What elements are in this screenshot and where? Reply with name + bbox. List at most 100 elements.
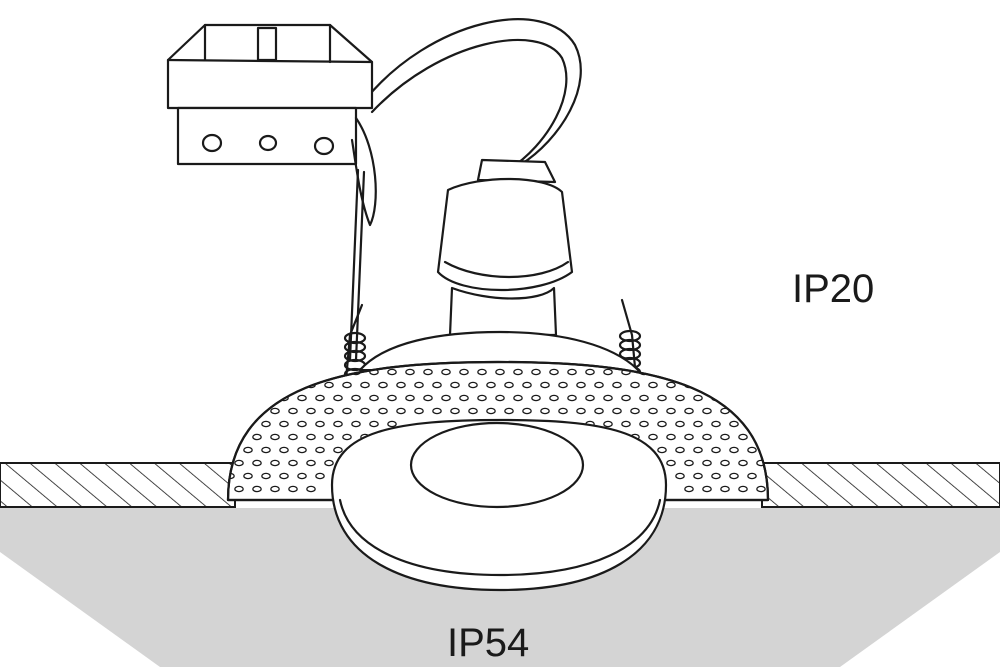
perforation-hole bbox=[504, 381, 514, 389]
perforation-hole bbox=[630, 381, 640, 389]
perforation-hole bbox=[495, 394, 505, 402]
perforation-hole bbox=[261, 420, 271, 428]
perforation-hole bbox=[657, 420, 667, 428]
perforation-hole bbox=[306, 407, 316, 415]
perforation-hole bbox=[747, 472, 757, 480]
perforation-hole bbox=[639, 394, 649, 402]
ceiling-board bbox=[0, 462, 1000, 508]
perforation-hole bbox=[522, 407, 532, 415]
perforation-hole bbox=[657, 394, 667, 402]
perforation-hole bbox=[288, 407, 298, 415]
perforation-hole bbox=[738, 459, 748, 467]
ip54-label: IP54 bbox=[447, 621, 529, 665]
perforation-hole bbox=[585, 394, 595, 402]
perforation-hole bbox=[612, 381, 622, 389]
perforation-hole bbox=[252, 485, 262, 493]
perforation-hole bbox=[423, 394, 433, 402]
perforation-hole bbox=[432, 381, 442, 389]
perforation-hole bbox=[234, 381, 244, 389]
perforation-hole bbox=[405, 394, 415, 402]
perforation-hole bbox=[549, 394, 559, 402]
perforation-hole bbox=[261, 446, 271, 454]
perforation-hole bbox=[243, 394, 253, 402]
perforation-hole bbox=[711, 446, 721, 454]
perforation-hole bbox=[468, 407, 478, 415]
perforation-hole bbox=[576, 407, 586, 415]
perforation-hole bbox=[270, 459, 280, 467]
perforation-hole bbox=[315, 420, 325, 428]
perforation-hole bbox=[693, 368, 703, 376]
perforation-hole bbox=[594, 381, 604, 389]
perforation-hole bbox=[459, 394, 469, 402]
perforation-hole bbox=[297, 394, 307, 402]
perforation-hole bbox=[261, 368, 271, 376]
perforation-hole bbox=[477, 394, 487, 402]
perforation-hole bbox=[684, 407, 694, 415]
perforation-hole bbox=[252, 433, 262, 441]
perforation-hole bbox=[702, 433, 712, 441]
perforation-hole bbox=[387, 420, 397, 428]
perforation-hole bbox=[369, 394, 379, 402]
power-cables bbox=[363, 18, 582, 172]
perforation-hole bbox=[252, 381, 262, 389]
perforation-hole bbox=[666, 381, 676, 389]
perforation-hole bbox=[351, 420, 361, 428]
perforation-hole bbox=[306, 485, 316, 493]
perforation-hole bbox=[540, 407, 550, 415]
perforation-hole bbox=[369, 420, 379, 428]
perforation-hole bbox=[306, 433, 316, 441]
perforation-hole bbox=[288, 459, 298, 467]
perforation-hole bbox=[228, 368, 235, 376]
perforation-hole bbox=[648, 407, 658, 415]
perforation-hole bbox=[360, 381, 370, 389]
perforation-hole bbox=[720, 381, 730, 389]
perforation-hole bbox=[666, 459, 676, 467]
terminal-hole bbox=[258, 134, 278, 152]
perforation-hole bbox=[243, 472, 253, 480]
perforation-hole bbox=[738, 407, 748, 415]
perforation-hole bbox=[567, 394, 577, 402]
perforation-hole bbox=[549, 368, 559, 376]
perforation-hole bbox=[738, 381, 748, 389]
perforation-hole bbox=[297, 446, 307, 454]
perforation-hole bbox=[279, 420, 289, 428]
perforation-hole bbox=[333, 394, 343, 402]
perforation-hole bbox=[684, 433, 694, 441]
perforation-hole bbox=[558, 407, 568, 415]
perforation-hole bbox=[270, 381, 280, 389]
perforation-hole bbox=[756, 407, 766, 415]
perforation-hole bbox=[297, 472, 307, 480]
perforation-hole bbox=[684, 485, 694, 493]
perforation-hole bbox=[621, 420, 631, 428]
perforation-hole bbox=[747, 394, 757, 402]
perforation-hole bbox=[414, 407, 424, 415]
perforation-hole bbox=[279, 472, 289, 480]
perforation-hole bbox=[639, 420, 649, 428]
perforation-hole bbox=[324, 381, 334, 389]
perforation-hole bbox=[495, 368, 505, 376]
perforation-hole bbox=[261, 394, 271, 402]
perforation-hole bbox=[378, 407, 388, 415]
perforation-hole bbox=[504, 407, 514, 415]
perforation-hole bbox=[387, 368, 397, 376]
perforation-hole bbox=[333, 368, 343, 376]
perforation-hole bbox=[432, 407, 442, 415]
perforation-hole bbox=[702, 407, 712, 415]
perforation-hole bbox=[513, 394, 523, 402]
perforation-hole bbox=[228, 420, 235, 428]
perforation-hole bbox=[288, 381, 298, 389]
perforation-hole bbox=[243, 368, 253, 376]
perforation-hole bbox=[693, 446, 703, 454]
perforation-hole bbox=[261, 472, 271, 480]
perforation-hole bbox=[576, 381, 586, 389]
perforation-hole bbox=[729, 472, 739, 480]
perforation-hole bbox=[324, 407, 334, 415]
perforation-hole bbox=[396, 381, 406, 389]
perforation-hole bbox=[666, 407, 676, 415]
perforation-hole bbox=[702, 459, 712, 467]
perforation-hole bbox=[720, 459, 730, 467]
perforation-hole bbox=[675, 368, 685, 376]
perforation-hole bbox=[486, 381, 496, 389]
perforation-hole bbox=[423, 368, 433, 376]
